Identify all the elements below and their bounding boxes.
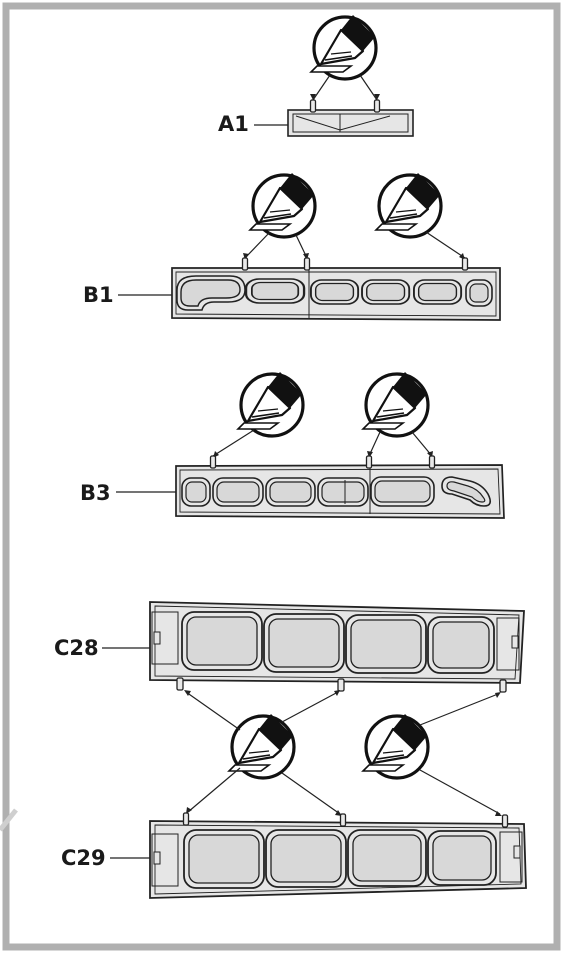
knife-icon (248, 171, 317, 239)
label-a1: A1 (218, 112, 249, 136)
part-a1: A1 (218, 13, 414, 137)
part-c29: C29 (61, 812, 527, 899)
part-c28: C28 (54, 601, 525, 693)
knife-icon (309, 13, 378, 81)
knife-group-middle (184, 690, 502, 816)
label-b1: B1 (83, 283, 114, 307)
label-c28: C28 (54, 636, 99, 660)
knife-icon (236, 370, 305, 438)
panel-frame (2, 2, 561, 951)
label-c29: C29 (61, 846, 106, 870)
corner-mark (0, 808, 18, 832)
part-b3: B3 (80, 370, 505, 519)
knife-icon (361, 370, 430, 438)
knife-icon (374, 171, 443, 239)
label-b3: B3 (80, 481, 111, 505)
part-b1: B1 (83, 171, 501, 321)
knife-icon (361, 712, 430, 780)
